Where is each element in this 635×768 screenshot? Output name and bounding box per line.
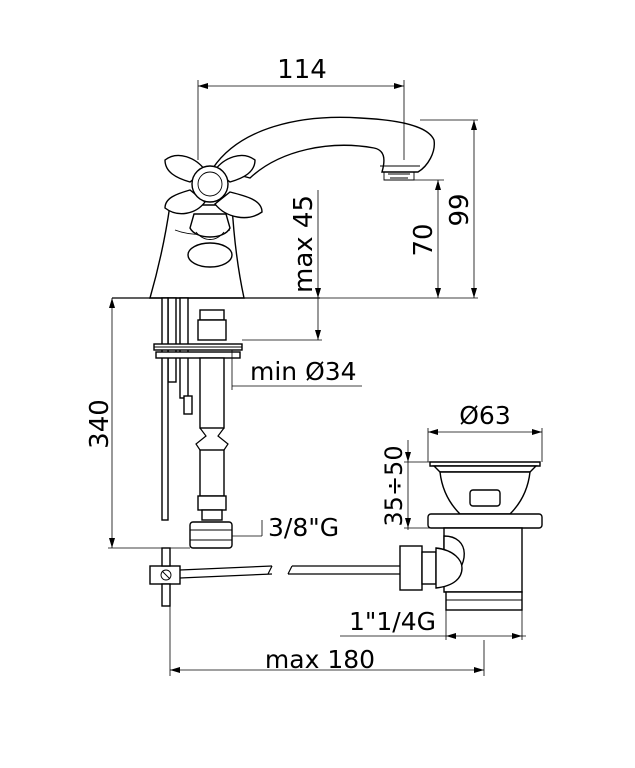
- lift-rod-vertical: [161, 297, 169, 521]
- braided-hose-upper: [199, 357, 225, 429]
- faucet-body: [112, 116, 435, 299]
- spout-outlet: [380, 165, 420, 181]
- cross-handle: [164, 154, 263, 268]
- dimension-lines: [108, 80, 543, 676]
- dim-rod-length: max 180: [265, 645, 375, 674]
- drain-cap: [429, 461, 541, 467]
- rod-nut: [399, 545, 423, 591]
- hose-nut: [189, 521, 233, 549]
- braided-hose-lower: [199, 449, 225, 497]
- dim-deck-thickness: max 45: [289, 195, 319, 293]
- underside-assembly: [153, 297, 243, 549]
- drain-flange: [427, 513, 543, 529]
- dim-hole-diameter: min Ø34: [250, 357, 357, 386]
- dim-spout-reach: 114: [277, 55, 327, 85]
- dim-drain-diameter: Ø63: [459, 401, 511, 430]
- dim-drain-thread: 1"1/4G: [349, 607, 436, 636]
- spout: [211, 116, 435, 179]
- dim-hose-length: 340: [85, 399, 115, 449]
- dim-hose-connection: 3/8"G: [268, 513, 339, 542]
- dimension-labels: 114 99 70 max 45 min Ø34 340 3/8"G Ø63 3…: [85, 55, 511, 674]
- dim-spout-height: 70: [409, 223, 439, 256]
- rod-clamp: [149, 565, 181, 585]
- pop-up-drain: [399, 461, 543, 611]
- threaded-stud: [167, 297, 177, 383]
- dim-drain-height: 35÷50: [380, 445, 408, 526]
- drain-thread: [445, 591, 523, 611]
- dim-total-height: 99: [445, 193, 475, 226]
- drain-lift-rod: [149, 547, 400, 607]
- aerator: [388, 173, 410, 179]
